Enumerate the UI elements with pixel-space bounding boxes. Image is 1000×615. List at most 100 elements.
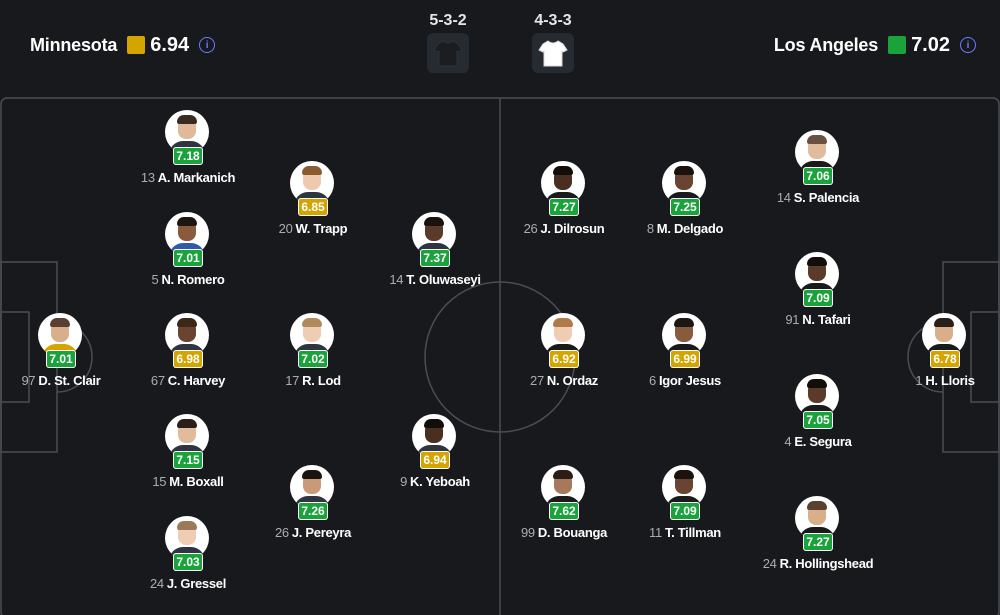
away-kit-button[interactable] bbox=[532, 33, 574, 73]
player-rating: 7.09 bbox=[804, 290, 832, 306]
player-number: 17 bbox=[285, 373, 300, 388]
player-name-text: D. Bouanga bbox=[537, 525, 608, 540]
info-icon[interactable]: i bbox=[960, 37, 976, 53]
player-rating: 7.05 bbox=[804, 412, 832, 428]
away-team-name[interactable]: Los Angeles bbox=[773, 34, 879, 55]
player-name-text: J. Gressel bbox=[166, 576, 227, 591]
player-rating: 7.18 bbox=[174, 148, 202, 164]
player-photo bbox=[412, 212, 456, 256]
player-name-text: T. Tillman bbox=[664, 525, 721, 540]
player-number: 67 bbox=[150, 373, 165, 388]
player-rating: 7.01 bbox=[174, 250, 202, 266]
player-name-text: C. Harvey bbox=[167, 373, 226, 388]
away-team-header: Los Angeles 7.02 i bbox=[774, 33, 976, 57]
player-rating: 7.01 bbox=[47, 351, 75, 367]
player-rating: 7.02 bbox=[299, 351, 327, 367]
player-photo bbox=[412, 414, 456, 458]
player-rating: 6.99 bbox=[671, 351, 699, 367]
player-photo bbox=[795, 252, 839, 296]
player-name-text: K. Yeboah bbox=[410, 474, 470, 489]
home-kit-button[interactable] bbox=[427, 33, 469, 73]
player-number: 14 bbox=[389, 272, 404, 287]
player-number: 14 bbox=[776, 190, 791, 205]
player-number: 1 bbox=[915, 373, 923, 388]
player-number: 5 bbox=[151, 272, 159, 287]
dark-shirt-icon bbox=[433, 40, 463, 67]
player-name-text: W. Trapp bbox=[295, 221, 348, 236]
player-photo bbox=[922, 313, 966, 357]
player-rating: 7.03 bbox=[174, 554, 202, 570]
player-number: 4 bbox=[784, 434, 792, 449]
player-number: 11 bbox=[649, 525, 662, 540]
away-team-rating-square bbox=[888, 36, 907, 54]
home-goal-box bbox=[0, 311, 30, 403]
player-number: 26 bbox=[274, 525, 289, 540]
home-team-name[interactable]: Minnesota bbox=[30, 34, 118, 55]
info-icon[interactable]: i bbox=[199, 37, 216, 53]
player-rating: 7.06 bbox=[804, 168, 832, 184]
player-name-text: T. Oluwaseyi bbox=[406, 272, 481, 287]
player-photo bbox=[165, 516, 209, 560]
player-name-text: Igor Jesus bbox=[658, 373, 721, 388]
player-name-text: M. Delgado bbox=[656, 221, 724, 236]
player-name-text: R. Hollingshead bbox=[779, 556, 874, 571]
player-name-text: J. Dilrosun bbox=[540, 221, 605, 236]
player-name-text: J. Pereyra bbox=[291, 525, 352, 540]
player-name-text: H. Lloris bbox=[925, 373, 975, 388]
player-photo bbox=[795, 374, 839, 418]
player-rating: 7.09 bbox=[671, 503, 699, 519]
player-number: 27 bbox=[530, 373, 544, 388]
player-name-text: N. Ordaz bbox=[546, 373, 598, 388]
player-name-text: R. Lod bbox=[302, 373, 341, 388]
player-number: 24 bbox=[149, 576, 164, 591]
away-formation: 4-3-3 bbox=[534, 12, 572, 29]
player-rating: 7.62 bbox=[550, 503, 578, 519]
player-number: 8 bbox=[646, 221, 654, 236]
player-photo bbox=[165, 212, 209, 256]
home-team-rating-square bbox=[127, 36, 146, 54]
home-formation: 5-3-2 bbox=[429, 12, 467, 29]
away-team-rating: 7.02 bbox=[911, 33, 950, 56]
home-team-rating: 6.94 bbox=[150, 33, 190, 56]
home-team-header: Minnesota 6.94 i bbox=[30, 33, 216, 57]
player-rating: 7.27 bbox=[804, 534, 832, 550]
